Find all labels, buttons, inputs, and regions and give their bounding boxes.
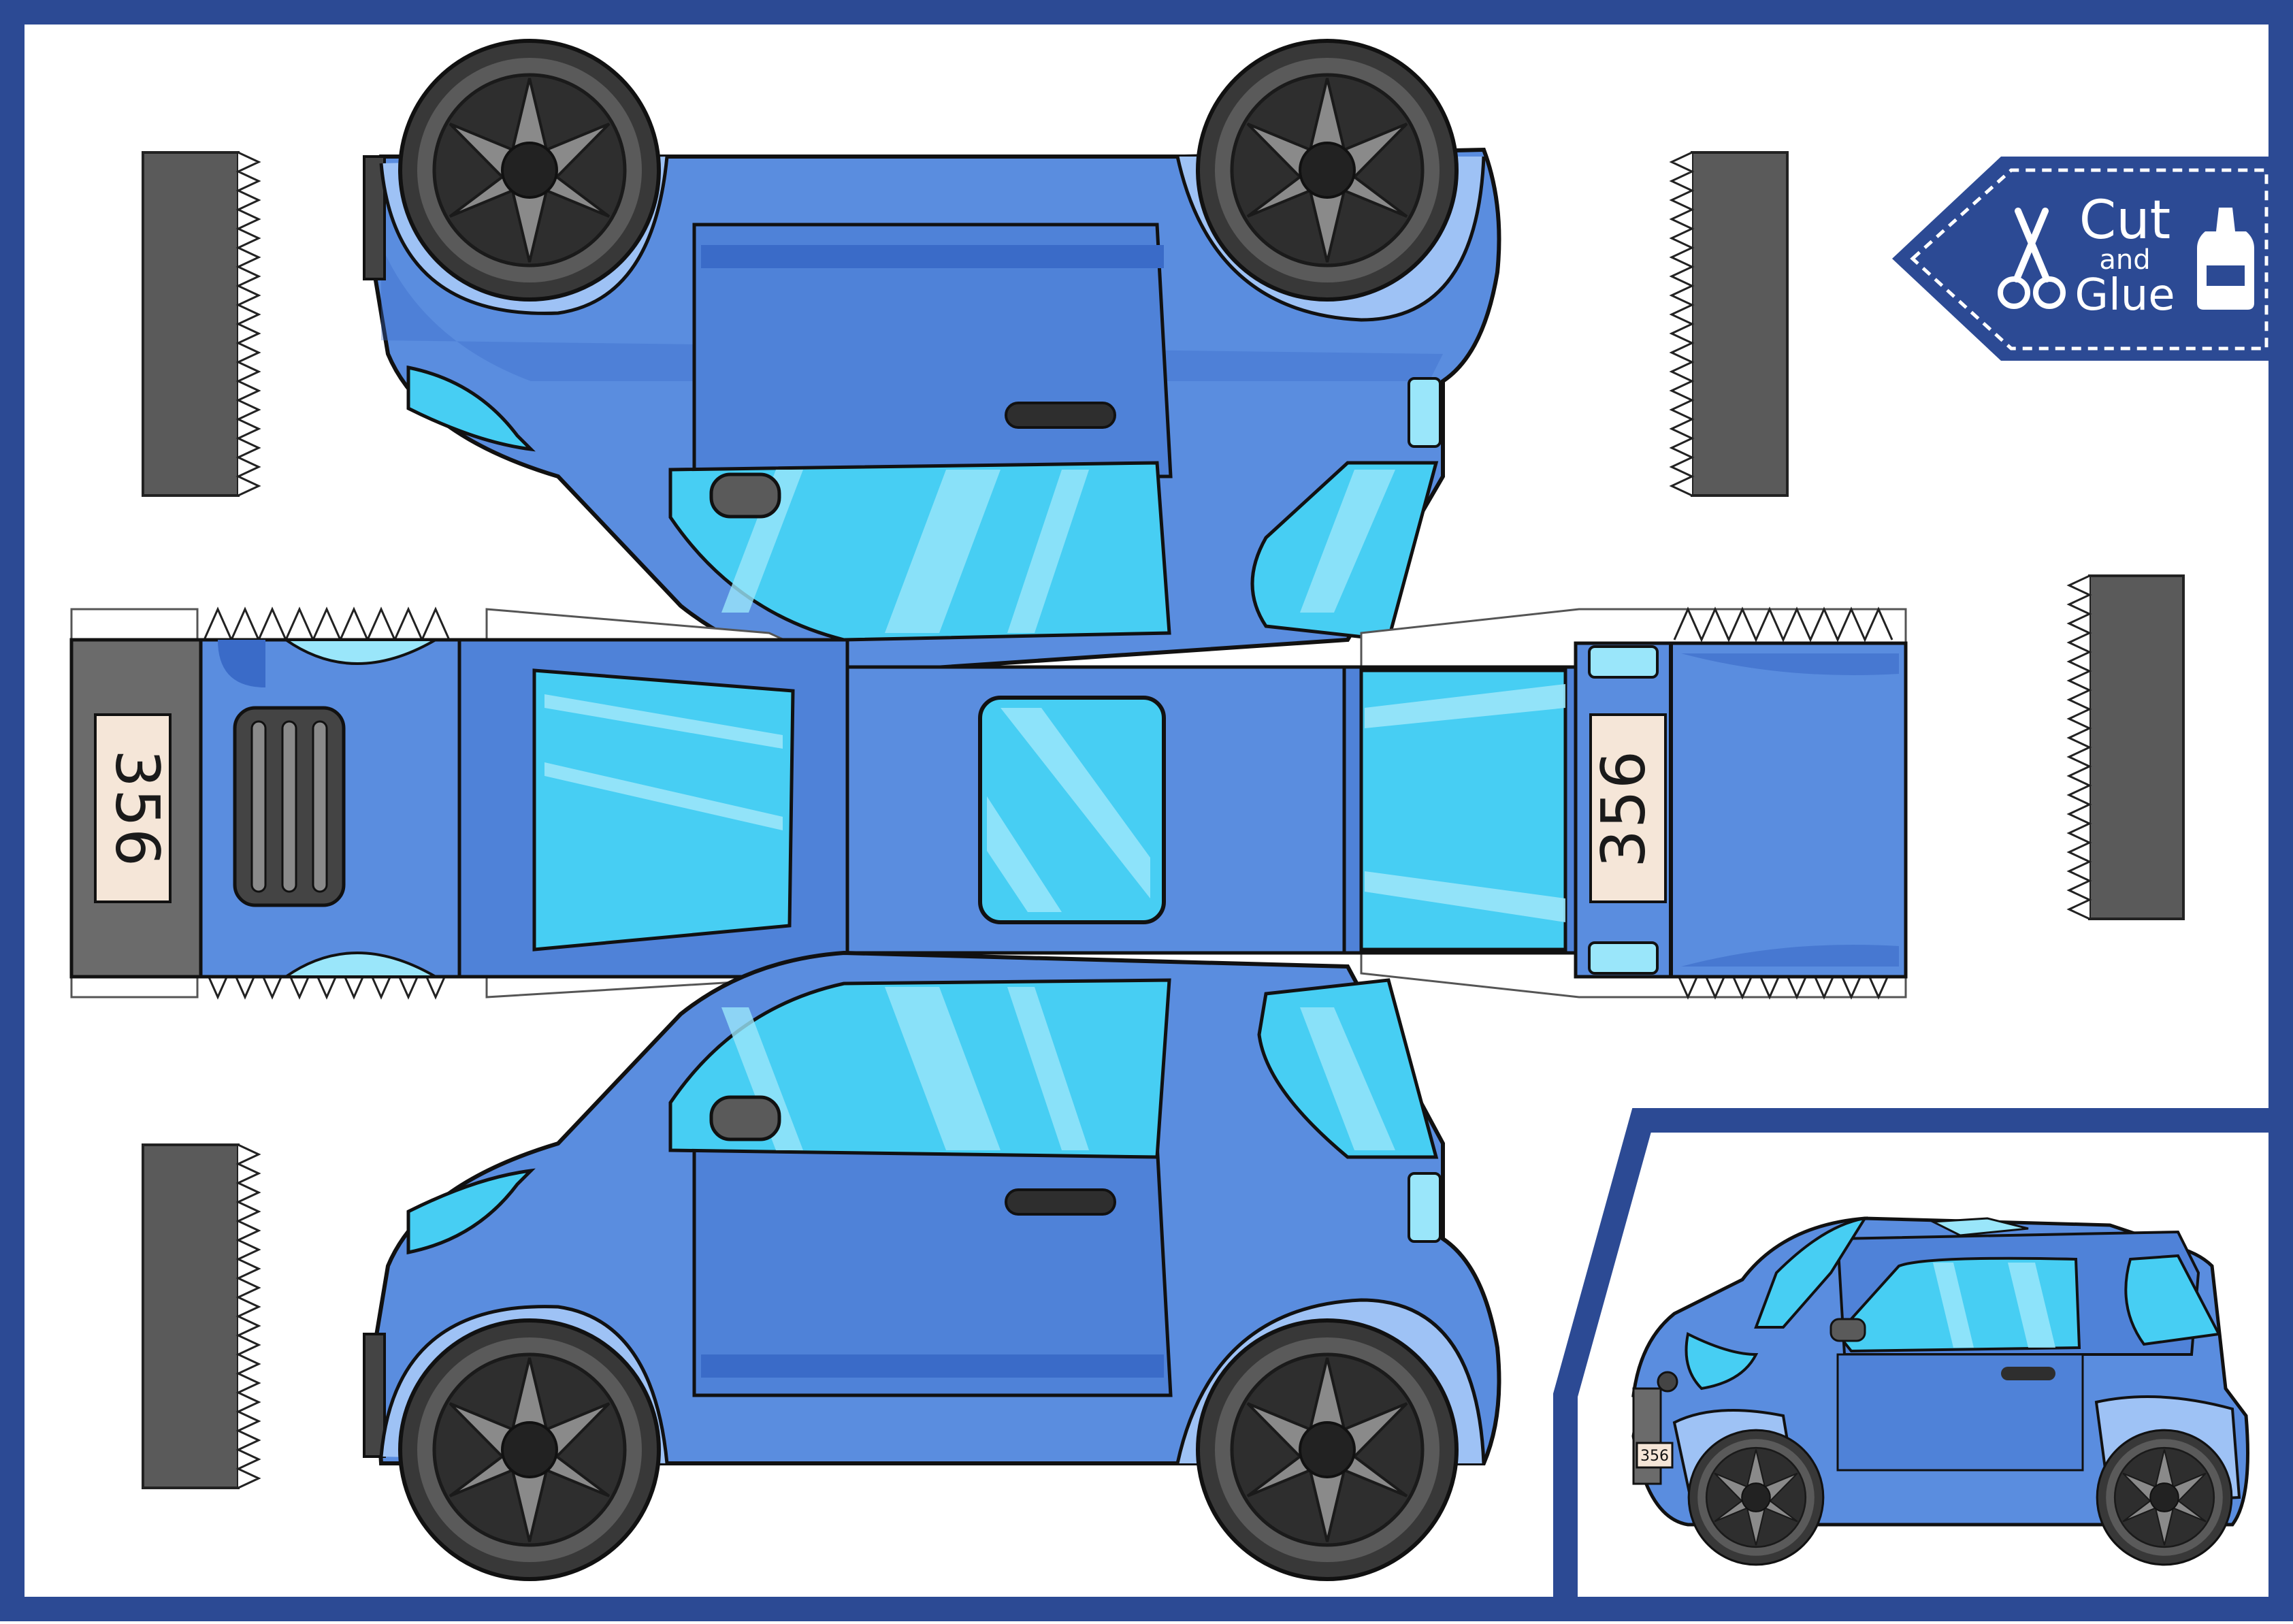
glue-tab-bottom-left — [142, 1143, 260, 1489]
preview-frame — [1553, 1108, 2281, 1609]
cut-label: Cut — [2079, 190, 2170, 251]
bottom-side-panel — [363, 950, 1501, 1579]
glue-tab-top-right — [1670, 151, 1789, 497]
scissors-icon — [1998, 208, 2066, 309]
cut-and-glue-badge: Cut and Glue — [1892, 157, 2281, 361]
rear-plate-number: 356 — [102, 749, 172, 868]
front-plate-number: 356 — [1589, 749, 1659, 868]
rear-license-plate: 356 — [94, 713, 172, 903]
and-label: and — [2099, 244, 2150, 276]
glue-bottle-icon — [2197, 208, 2254, 310]
preview-plate-number: 356 — [1640, 1448, 1669, 1465]
assembled-car-preview: 356 — [1631, 1216, 2249, 1566]
glue-tab-top-left — [142, 151, 260, 497]
front-license-plate: 356 — [1589, 713, 1667, 903]
glue-label: Glue — [2075, 270, 2175, 321]
glue-tab-mid-right — [2068, 574, 2185, 920]
top-side-panel — [363, 41, 1501, 677]
